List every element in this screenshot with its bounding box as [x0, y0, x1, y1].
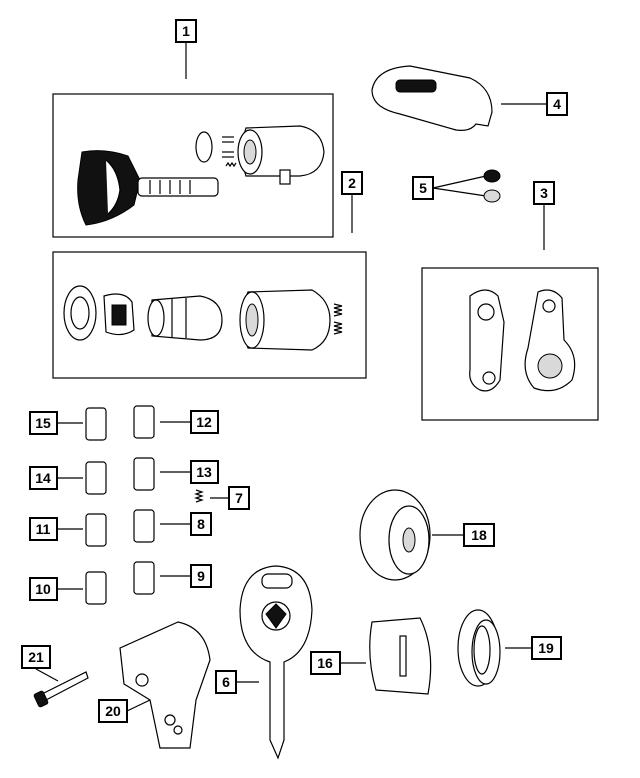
part-6-key: [239, 565, 313, 760]
callout-7: 7: [228, 486, 250, 510]
part-18-grommet: [359, 489, 431, 581]
callout-16: 16: [310, 651, 341, 675]
callout-label: 6: [222, 674, 230, 690]
callout-18: 18: [463, 523, 495, 547]
callout-label: 15: [35, 415, 51, 431]
callout-2: 2: [341, 171, 363, 195]
callout-label: 4: [553, 96, 561, 112]
callout-5: 5: [412, 176, 434, 200]
part-1-key-and-cylinder: [77, 125, 325, 226]
group-frame-3: [421, 267, 599, 421]
callout-label: 12: [196, 414, 212, 430]
callout-1: 1: [175, 19, 197, 43]
part-20-housing: [119, 621, 211, 749]
tumbler-sliders: [85, 405, 204, 605]
callout-label: 7: [235, 490, 243, 506]
callout-label: 10: [35, 581, 51, 597]
callout-19: 19: [531, 636, 562, 660]
callout-13: 13: [190, 460, 219, 484]
callout-11: 11: [29, 517, 58, 541]
callout-label: 3: [540, 185, 548, 201]
callout-4: 4: [546, 92, 568, 116]
callout-label: 19: [538, 640, 554, 656]
part-2-lock-set: [63, 285, 343, 351]
callout-label: 11: [36, 521, 51, 537]
callout-label: 13: [196, 464, 212, 480]
callout-6: 6: [215, 670, 237, 694]
part-16-sleeve: [369, 617, 432, 695]
callout-20: 20: [98, 699, 128, 723]
callout-label: 16: [317, 655, 333, 671]
part-5-caps: [483, 169, 501, 203]
callout-8: 8: [190, 512, 212, 536]
callout-label: 5: [419, 180, 427, 196]
callout-label: 14: [35, 470, 51, 486]
callout-14: 14: [29, 466, 58, 490]
part-4-remote: [371, 65, 493, 131]
callout-15: 15: [29, 411, 58, 435]
callout-label: 8: [197, 516, 205, 532]
callout-21: 21: [21, 645, 51, 669]
callout-label: 2: [348, 175, 356, 191]
callout-label: 18: [471, 527, 487, 543]
callout-label: 21: [28, 649, 44, 665]
callout-3: 3: [533, 181, 555, 205]
leader-lines: [35, 42, 547, 712]
callout-10: 10: [29, 577, 58, 601]
callout-label: 1: [182, 23, 190, 39]
callout-label: 9: [197, 568, 205, 584]
callout-label: 20: [105, 703, 121, 719]
part-3-lever: [469, 289, 576, 392]
callout-12: 12: [190, 410, 219, 434]
part-19-spring: [457, 609, 501, 687]
part-21-screw: [33, 671, 89, 708]
callout-9: 9: [190, 564, 212, 588]
